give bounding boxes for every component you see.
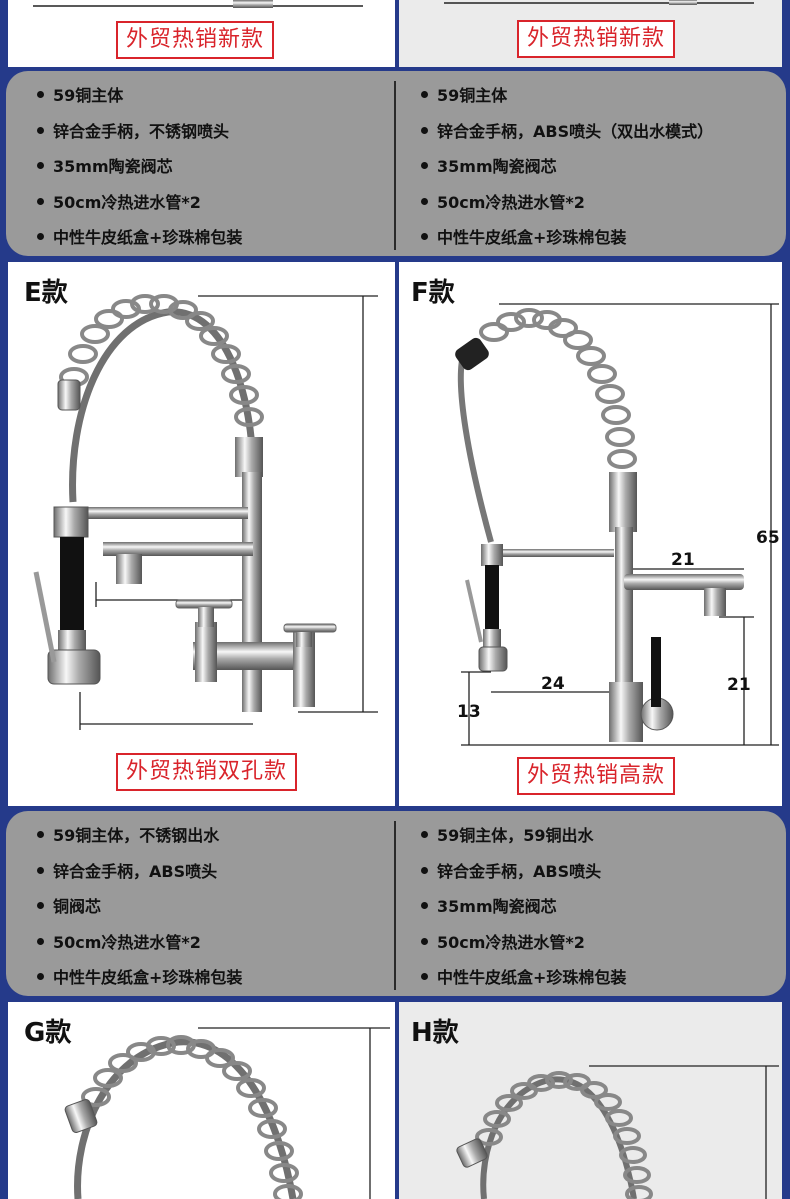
spec-item: 中性牛皮纸盒+珍珠棉包装	[421, 220, 713, 256]
bullet-icon	[421, 197, 428, 205]
spec-item: 35mm陶瓷阀芯	[37, 149, 242, 185]
spec-item: 中性牛皮纸盒+珍珠棉包装	[37, 960, 242, 996]
spec-list-left: 59铜主体，不锈钢出水 锌合金手柄，ABS喷头 铜阀芯 50cm冷热进水管*2 …	[37, 818, 242, 996]
bullet-icon	[37, 233, 44, 240]
tag-hot-tall: 外贸热销高款	[517, 757, 676, 795]
bullet-icon	[421, 937, 428, 945]
spring-coil	[81, 1035, 303, 1199]
bullet-icon	[37, 902, 44, 909]
spec-item: 铜阀芯	[37, 889, 242, 925]
spec-item: 35mm陶瓷阀芯	[421, 149, 713, 185]
product-e-cell: E款	[8, 262, 395, 806]
model-label: F款	[411, 278, 455, 308]
faucet-base-partial	[33, 0, 363, 8]
product-g-cell: G款	[8, 1002, 395, 1199]
model-label: H款	[411, 1018, 459, 1048]
dim-spout: 21	[671, 550, 695, 570]
tag-hot-double-hole: 外贸热销双孔款	[116, 753, 298, 791]
tag-hot-new: 外贸热销新款	[517, 20, 676, 58]
spec-item: 50cm冷热进水管*2	[421, 185, 713, 221]
spec-item: 59铜主体	[421, 78, 713, 114]
faucet-e-image	[33, 294, 378, 730]
dim-outlet: 21	[727, 675, 751, 695]
dim-base: 24	[541, 674, 565, 694]
tag-hot-new: 外贸热销新款	[116, 21, 275, 59]
model-label: G款	[24, 1018, 72, 1048]
spec-item: 50cm冷热进水管*2	[421, 925, 626, 961]
top-left-product-cell: 外贸热销新款	[8, 0, 395, 67]
spec-list-left: 59铜主体 锌合金手柄，不锈钢喷头 35mm陶瓷阀芯 50cm冷热进水管*2 中…	[37, 78, 242, 256]
faucet-g-image	[64, 1027, 390, 1199]
faucet-base-partial	[444, 0, 754, 5]
spec-panel: 59铜主体，不锈钢出水 锌合金手柄，ABS喷头 铜阀芯 50cm冷热进水管*2 …	[6, 811, 786, 996]
faucet-f-image: 65 21 24 21 13	[455, 303, 780, 746]
spec-divider	[394, 81, 396, 250]
spec-item: 中性牛皮纸盒+珍珠棉包装	[421, 960, 626, 996]
spec-item: 50cm冷热进水管*2	[37, 185, 242, 221]
spring-coil	[475, 1071, 653, 1199]
bullet-icon	[37, 937, 44, 945]
spec-item: 中性牛皮纸盒+珍珠棉包装	[37, 220, 242, 256]
bullet-icon	[37, 126, 44, 134]
product-f-cell: F款	[399, 262, 782, 806]
bullet-icon	[37, 162, 44, 169]
dim-height: 65	[756, 528, 780, 548]
spec-divider	[394, 821, 396, 990]
bullet-icon	[37, 91, 44, 98]
spec-item: 锌合金手柄，ABS喷头（双出水模式）	[421, 114, 713, 150]
spec-item: 35mm陶瓷阀芯	[421, 889, 626, 925]
top-right-product-cell: 外贸热销新款	[399, 0, 782, 67]
spec-item: 锌合金手柄，ABS喷头	[421, 854, 626, 890]
spec-item: 59铜主体，不锈钢出水	[37, 818, 242, 854]
spec-item: 锌合金手柄，不锈钢喷头	[37, 114, 242, 150]
faucet-h-image	[456, 1065, 779, 1199]
spec-item: 59铜主体，59铜出水	[421, 818, 626, 854]
bullet-icon	[421, 162, 428, 169]
bullet-icon	[37, 973, 44, 980]
spec-item: 59铜主体	[37, 78, 242, 114]
model-label: E款	[24, 278, 68, 308]
spec-list-right: 59铜主体，59铜出水 锌合金手柄，ABS喷头 35mm陶瓷阀芯 50cm冷热进…	[421, 818, 626, 996]
bullet-icon	[37, 866, 44, 874]
spec-panel: 59铜主体 锌合金手柄，不锈钢喷头 35mm陶瓷阀芯 50cm冷热进水管*2 中…	[6, 71, 786, 256]
bullet-icon	[421, 902, 428, 909]
dim-low: 13	[457, 702, 481, 722]
bullet-icon	[37, 831, 44, 838]
bullet-icon	[421, 91, 428, 98]
bullet-icon	[421, 126, 428, 134]
spec-item: 锌合金手柄，ABS喷头	[37, 854, 242, 890]
spring-coil	[479, 308, 637, 469]
product-h-cell: H款	[399, 1002, 782, 1199]
bullet-icon	[421, 973, 428, 980]
bullet-icon	[421, 831, 428, 838]
spec-list-right: 59铜主体 锌合金手柄，ABS喷头（双出水模式） 35mm陶瓷阀芯 50cm冷热…	[421, 78, 713, 256]
bullet-icon	[421, 866, 428, 874]
bullet-icon	[37, 197, 44, 205]
bullet-icon	[421, 233, 428, 240]
spec-item: 50cm冷热进水管*2	[37, 925, 242, 961]
